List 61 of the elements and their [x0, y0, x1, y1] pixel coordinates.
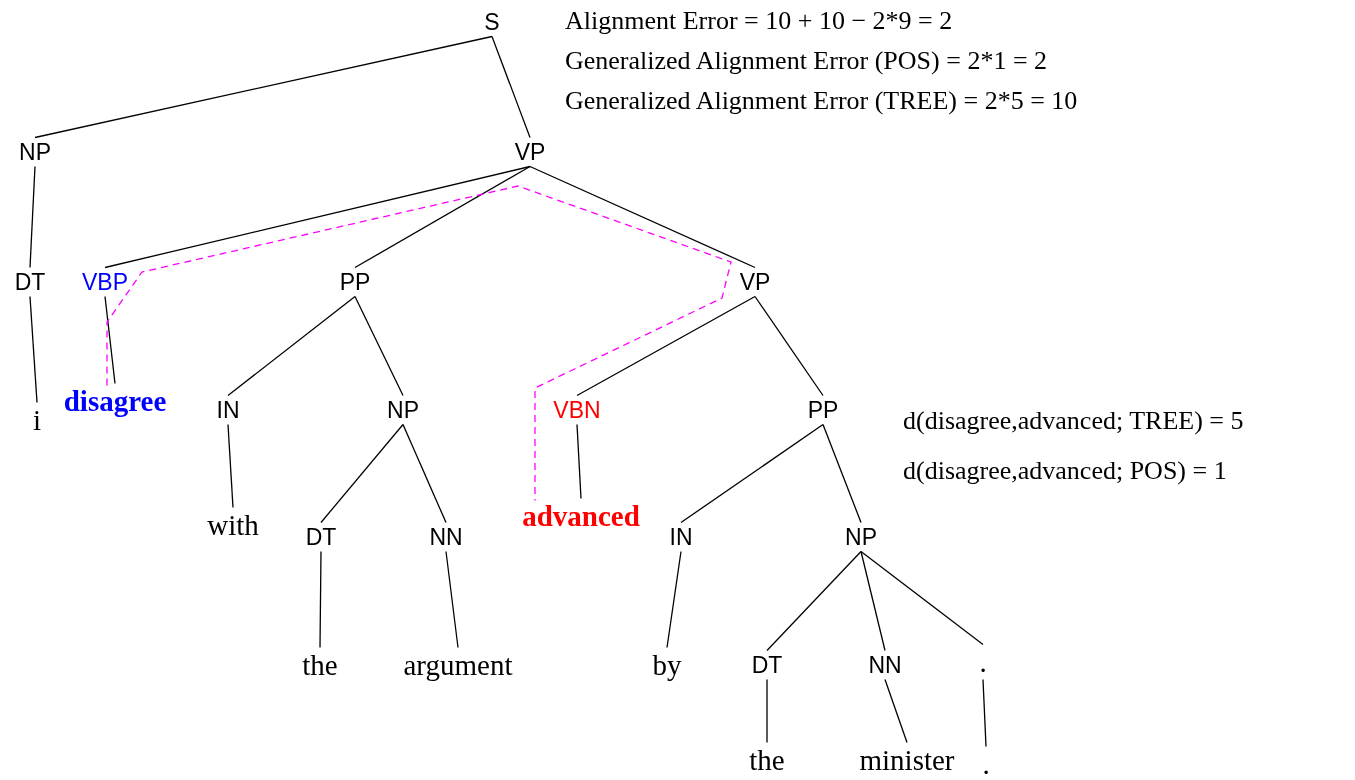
tree-branch	[227, 423, 234, 509]
tree-node-label: S	[483, 9, 501, 35]
word-label: the	[301, 649, 339, 681]
word-label: argument	[402, 649, 514, 681]
tree-branch	[860, 550, 886, 652]
tree-branch	[766, 678, 768, 744]
tree-branch	[320, 423, 404, 524]
tree-branch	[491, 35, 531, 139]
formula-text: Alignment Error = 10 + 10 − 2*9 = 2	[565, 8, 953, 34]
word-label: disagree	[62, 385, 168, 417]
tree-branch	[34, 35, 493, 139]
tree-node-label: DT	[304, 524, 338, 550]
word-label: i	[31, 404, 43, 436]
tree-branch	[822, 423, 862, 524]
formula-text: d(disagree,advanced; TREE) = 5	[903, 408, 1244, 434]
tree-node-label: VP	[738, 269, 772, 295]
tree-node-label: VBP	[81, 269, 129, 295]
word-label: by	[651, 649, 683, 681]
tree-branch	[666, 550, 682, 649]
tree-branch	[402, 423, 447, 524]
tree-node-label: IN	[215, 397, 241, 423]
tree-node-label: VBN	[552, 397, 602, 423]
tree-node-label: VP	[513, 139, 547, 165]
tree-node-label: NP	[844, 524, 878, 550]
tree-branch	[884, 678, 908, 744]
tree-branch	[529, 165, 756, 269]
formula-text: Generalized Alignment Error (TREE) = 2*5 = 10	[565, 88, 1078, 114]
tree-branch	[445, 550, 459, 649]
tree-branch	[29, 295, 38, 404]
formula-text: Generalized Alignment Error (POS) = 2*1 = 2	[565, 48, 1048, 74]
tree-node-label: DT	[13, 269, 47, 295]
tree-node-label: NP	[386, 397, 420, 423]
tree-node-label: NP	[18, 139, 52, 165]
word-label: advanced	[521, 500, 641, 532]
word-label: the	[748, 744, 786, 776]
tree-branch	[354, 165, 531, 269]
tree-node-label: NN	[867, 652, 903, 678]
tree-branch	[104, 295, 116, 385]
path-line	[106, 185, 732, 502]
formula-text: d(disagree,advanced; POS) = 1	[903, 458, 1227, 484]
tree-node-label: NN	[428, 524, 464, 550]
word-label: minister	[858, 744, 956, 776]
tree-branch	[982, 678, 987, 748]
tree-branch	[319, 550, 322, 649]
tree-node-label: PP	[806, 397, 840, 423]
tree-branch	[576, 423, 582, 500]
word-label: .	[981, 748, 991, 780]
tree-branch	[680, 423, 824, 524]
tree-branch	[104, 165, 531, 269]
tree-node-label: PP	[338, 269, 372, 295]
tree-node-label: IN	[668, 524, 694, 550]
tree-branch	[29, 165, 36, 269]
tree-branch	[227, 295, 356, 397]
tree-branch	[766, 550, 862, 652]
tree-branch	[576, 295, 756, 397]
word-label: with	[206, 509, 260, 541]
tree-branch	[754, 295, 824, 397]
tree-branch	[860, 550, 984, 646]
tree-node-label: DT	[750, 652, 784, 678]
word-label: .	[978, 646, 988, 678]
tree-branch	[354, 295, 404, 397]
